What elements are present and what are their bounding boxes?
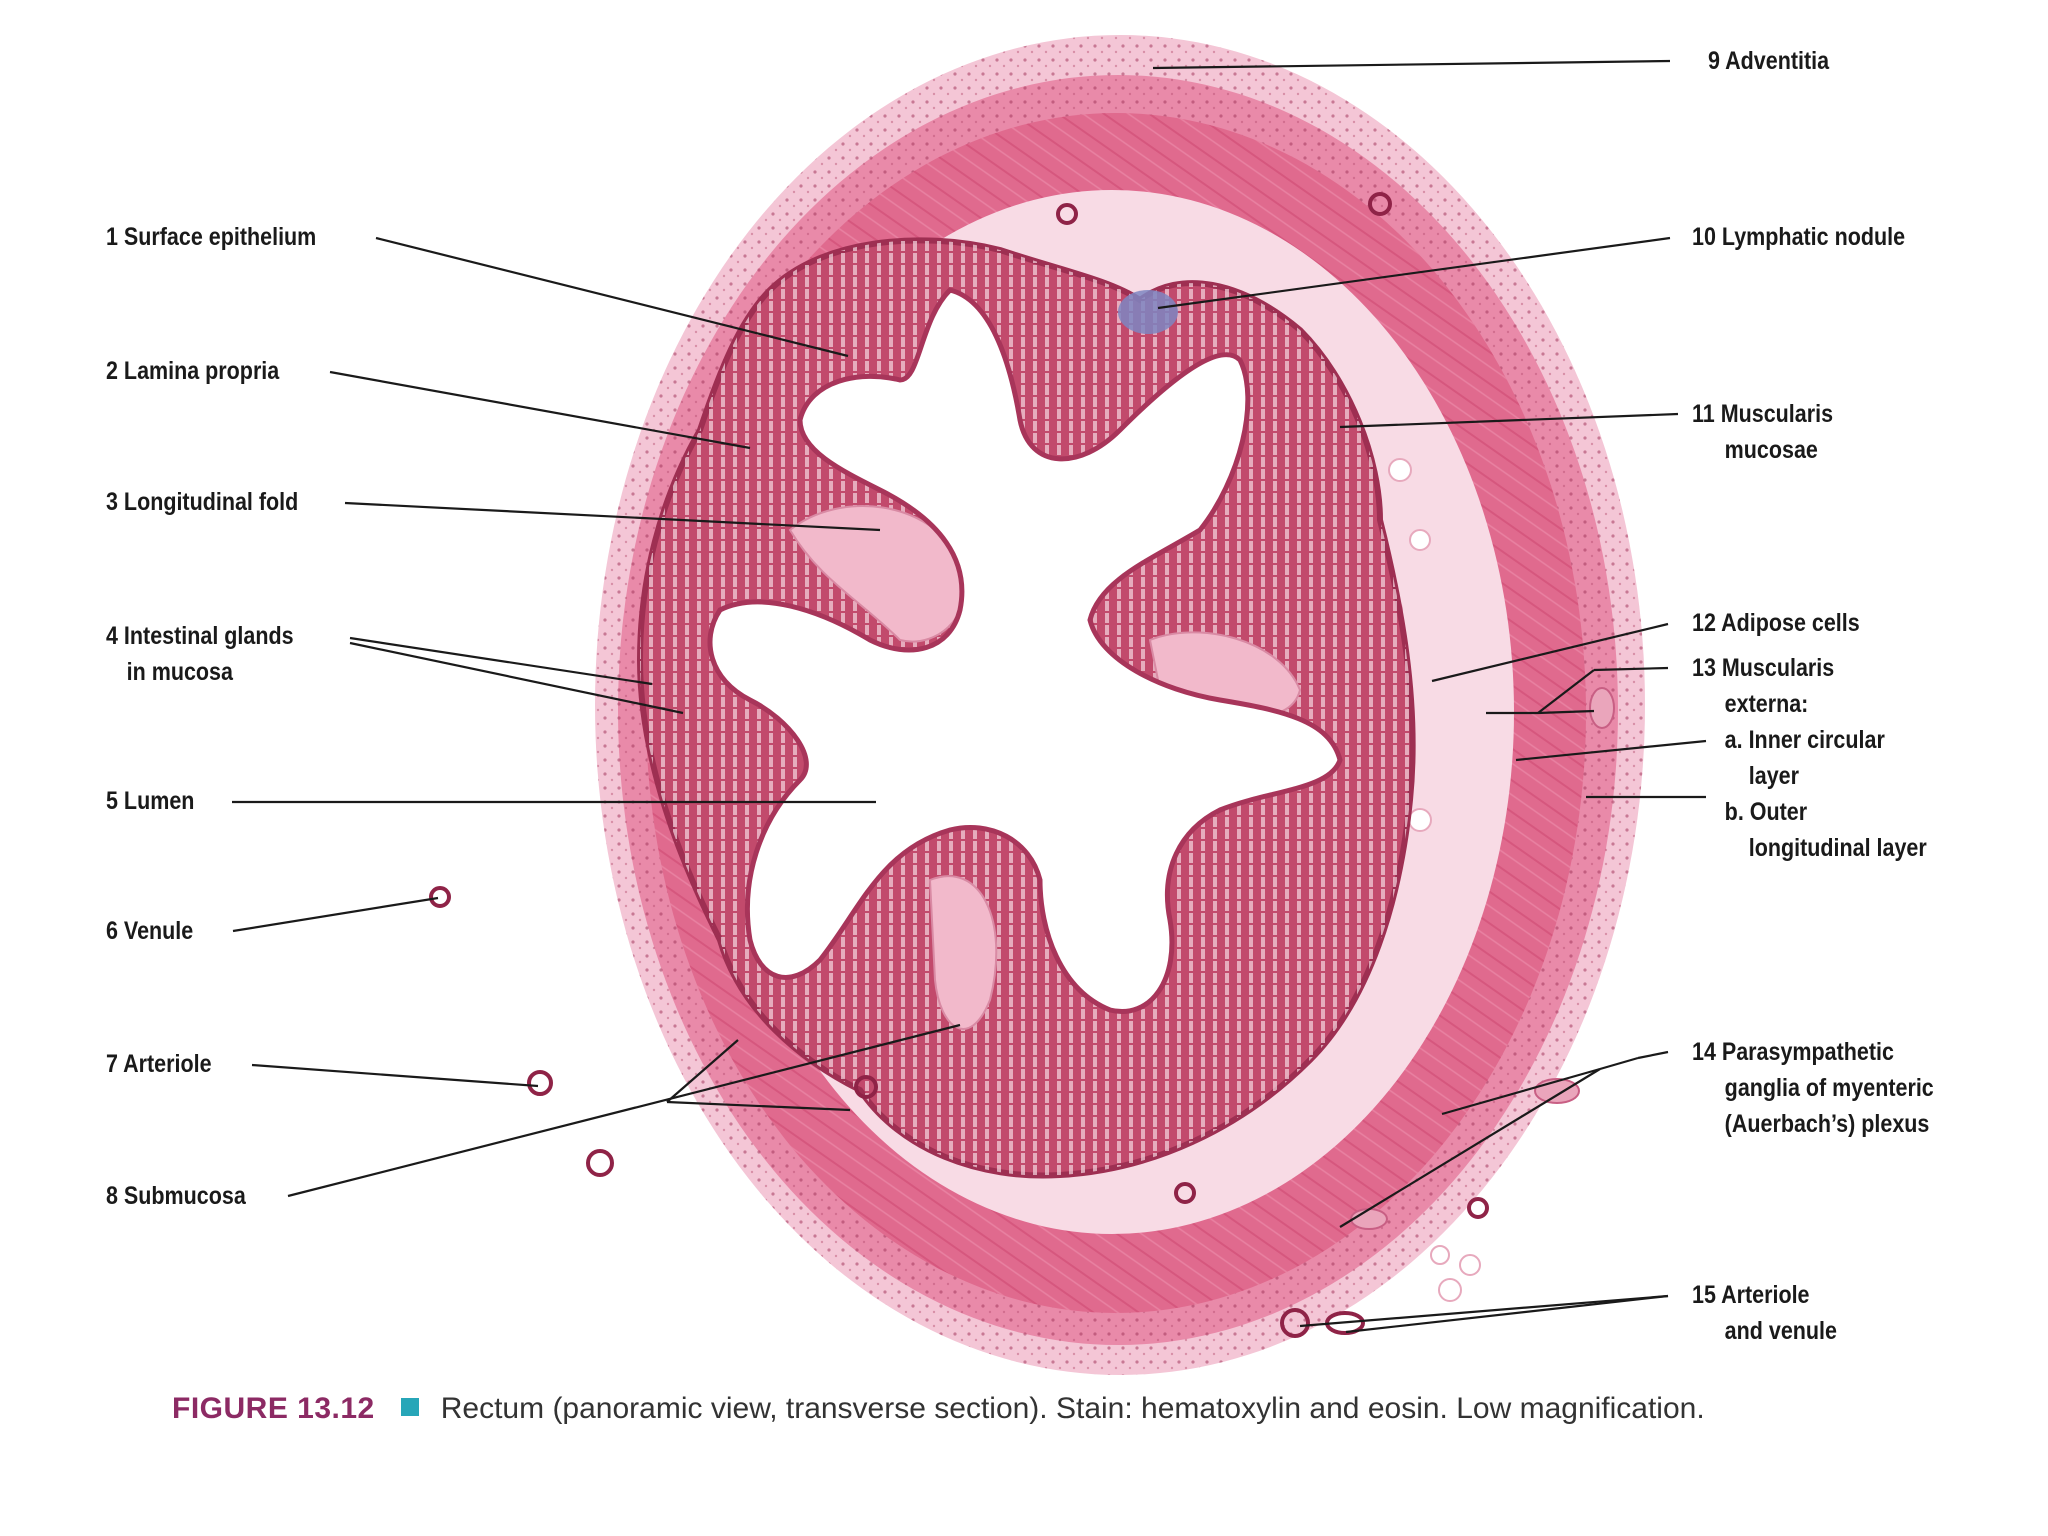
figure-number: FIGURE 13.12 — [172, 1392, 375, 1425]
label-arteriole-venule: 15 Arteriole and venule — [1692, 1281, 1837, 1345]
lymphatic-nodule-mark — [1118, 290, 1178, 334]
lumen — [707, 287, 1343, 1014]
label-lamina-propria: 2 Lamina propria — [106, 357, 280, 385]
label-submucosa: 8 Submucosa — [106, 1182, 246, 1210]
label-venule: 6 Venule — [106, 917, 194, 945]
label-muscularis-mucosae: 11 Muscularis mucosae — [1692, 400, 1834, 464]
label-lymphatic-nodule: 10 Lymphatic nodule — [1692, 223, 1906, 251]
label-muscularis-externa: 13 Muscularis externa: a. Inner circular… — [1692, 654, 1927, 862]
label-parasympathetic-ganglia: 14 Parasympathetic ganglia of myenteric … — [1692, 1038, 1934, 1138]
label-surface-epithelium: 1 Surface epithelium — [106, 223, 317, 251]
label-adventitia: 9 Adventitia — [1708, 47, 1830, 75]
figure-caption: FIGURE 13.12 Rectum (panoramic view, tran… — [172, 1392, 1705, 1426]
label-adipose-cells: 12 Adipose cells — [1692, 609, 1860, 637]
label-lumen: 5 Lumen — [106, 787, 195, 815]
caption-text: Rectum (panoramic view, transverse secti… — [440, 1392, 1705, 1425]
label-intestinal-glands: 4 Intestinal glands in mucosa — [106, 622, 294, 686]
label-arteriole: 7 Arteriole — [106, 1050, 212, 1078]
caption-square-icon — [400, 1398, 419, 1416]
leader-lines — [232, 59, 1707, 1334]
label-longitudinal-fold: 3 Longitudinal fold — [106, 488, 299, 516]
